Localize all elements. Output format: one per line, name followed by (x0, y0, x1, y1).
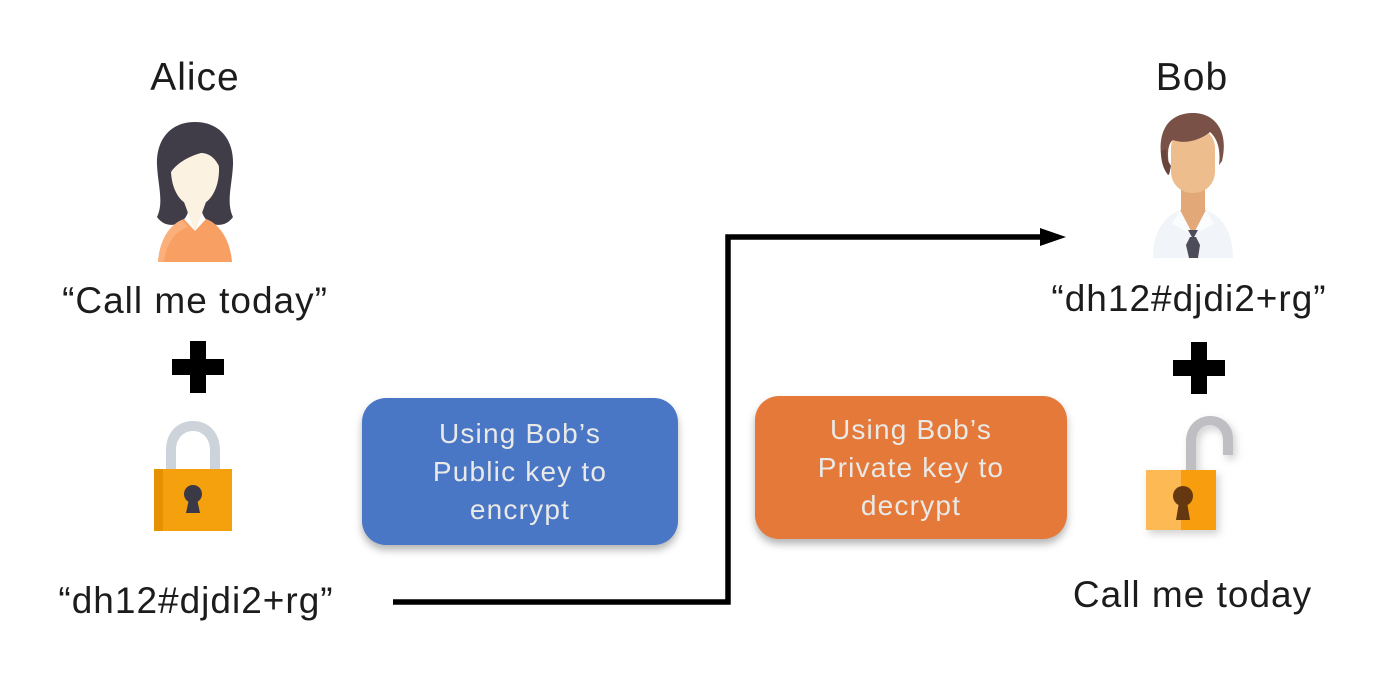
bob-plaintext-message: Call me today (1072, 574, 1313, 615)
plus-icon (172, 341, 224, 393)
encrypt-box-line: encrypt (469, 493, 571, 525)
encrypt-box-line: Public key to (432, 455, 608, 487)
encrypt-process-box: Using Bob’s Public key to encrypt (362, 398, 678, 545)
plus-icon (1173, 342, 1225, 394)
alice-plaintext-message: “Call me today” (62, 280, 328, 321)
alice-name-label: Alice (150, 56, 240, 99)
decrypt-box-line: Using Bob’s (829, 413, 993, 445)
decrypt-box-line: Private key to (817, 451, 1005, 483)
locked-padlock-icon (154, 421, 232, 531)
encrypt-box-line: Using Bob’s (438, 417, 602, 449)
woman-avatar-icon (156, 122, 234, 262)
decrypt-process-box: Using Bob’s Private key to decrypt (755, 396, 1067, 539)
alice-ciphertext-message: “dh12#djdi2+rg” (58, 580, 334, 621)
unlocked-padlock-icon (1146, 416, 1233, 530)
decrypt-box-line: decrypt (860, 489, 962, 521)
bob-name-label: Bob (1155, 56, 1229, 99)
man-avatar-icon (1153, 113, 1233, 258)
bob-ciphertext-message: “dh12#djdi2+rg” (1051, 278, 1327, 319)
